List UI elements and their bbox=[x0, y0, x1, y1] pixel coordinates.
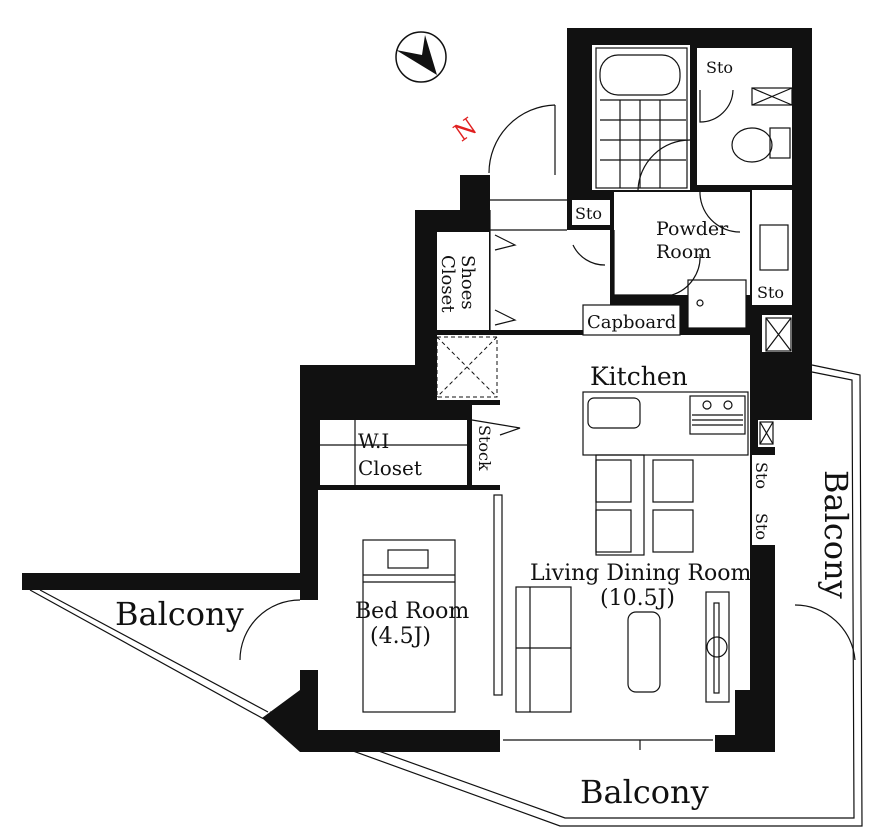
shoes-closet-label-1: Shoes bbox=[457, 255, 478, 310]
sto-label-ldr-2: Sto bbox=[752, 513, 771, 540]
stock-label: Stock bbox=[475, 425, 494, 471]
entry-door bbox=[488, 104, 606, 330]
kitchen-counter bbox=[582, 391, 749, 456]
kitchen-label: Kitchen bbox=[590, 362, 688, 391]
balcony-bottom-label: Balcony bbox=[580, 773, 709, 811]
wi-closet-label-2: Closet bbox=[358, 456, 422, 480]
washing-machine bbox=[613, 230, 747, 329]
washbasin bbox=[699, 189, 789, 271]
balcony-outlines bbox=[22, 364, 863, 827]
bathroom bbox=[595, 47, 691, 191]
sto-label-ldr-1: Sto bbox=[752, 462, 771, 489]
sofa bbox=[515, 586, 572, 713]
sto-label-top: Sto bbox=[706, 58, 733, 77]
storage-x bbox=[436, 336, 774, 445]
ldr-size: (10.5J) bbox=[600, 586, 675, 611]
sto-label-entry: Sto bbox=[575, 204, 602, 223]
compass-icon bbox=[395, 31, 447, 83]
shoes-closet-label-2: Closet bbox=[437, 255, 458, 313]
dining-set bbox=[595, 454, 694, 556]
sto-label-powder: Sto bbox=[757, 283, 784, 302]
toilet bbox=[699, 87, 793, 163]
wi-closet-label-1: W.I bbox=[358, 429, 389, 453]
powder-room-label-1: Powder bbox=[656, 218, 729, 240]
bed-room-name: Bed Room bbox=[355, 599, 469, 624]
bed-room-size: (4.5J) bbox=[370, 624, 431, 649]
ldr-name: Living Dining Room bbox=[530, 561, 752, 586]
coffee-table bbox=[627, 611, 661, 693]
powder-room-label-2: Room bbox=[656, 241, 711, 263]
bed bbox=[362, 539, 456, 713]
capboard-label: Capboard bbox=[587, 312, 676, 333]
balcony-right-label: Balcony bbox=[817, 470, 855, 599]
tv-stand bbox=[705, 591, 730, 703]
balcony-left-label: Balcony bbox=[115, 595, 244, 633]
